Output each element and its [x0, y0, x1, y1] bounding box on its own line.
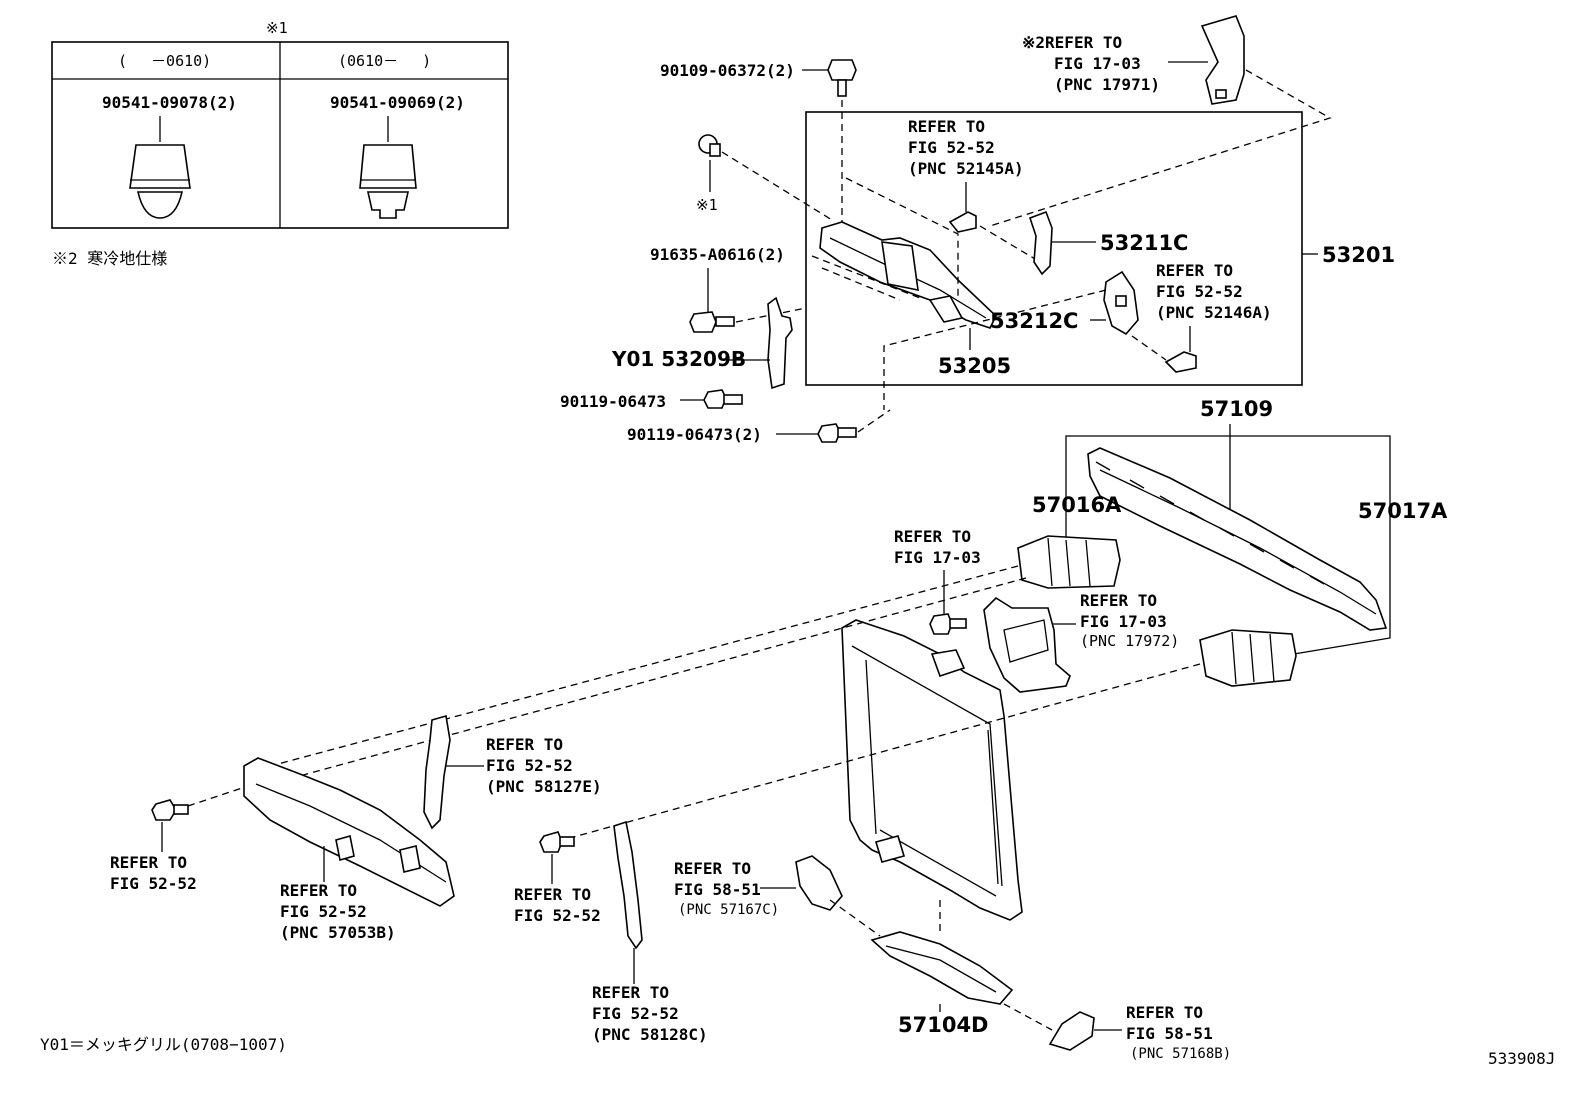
inset-table: ※1 ( －0610) (0610－ ) 90541-09078(2) 9054… [51, 19, 509, 229]
refer-17971-line3: (PNC 17971) [1054, 75, 1160, 94]
part-53209B-label: Y01 53209B [611, 347, 746, 371]
part-53211C-bracket [1028, 210, 1053, 276]
part-58128C-bracket [613, 820, 643, 950]
bolt-1703 [929, 613, 967, 635]
part-57016A-guide [1017, 535, 1121, 589]
part-90109-label: 90109-06372(2) [660, 61, 795, 80]
refer-17972-line2: FIG 17-03 [1080, 612, 1167, 631]
part-90119-2-label: 90119-06473(2) [627, 425, 762, 444]
part-53209B-bracket [767, 296, 793, 390]
refer-58127E-line3: (PNC 58127E) [486, 777, 602, 796]
part-53211C-label: 53211C [1100, 231, 1188, 255]
part-53212C-bracket [1103, 270, 1139, 336]
refer-17972-line1: REFER TO [1080, 591, 1157, 610]
inset-marker: ※1 [266, 19, 288, 37]
refer-57167C-line3: (PNC 57167C) [678, 902, 779, 918]
refer-52146A-line1: REFER TO [1156, 261, 1233, 280]
part-91635-label: 91635-A0616(2) [650, 245, 785, 264]
refer-5252-mid-line2: FIG 52-52 [514, 906, 601, 925]
clip-grommet-a [129, 144, 191, 219]
part-57104D-label: 57104D [898, 1013, 989, 1037]
inset-col2-part: 90541-09069(2) [330, 93, 465, 112]
part-53205-label: 53205 [938, 354, 1011, 378]
refer-57167C-line2: FIG 58-51 [674, 880, 761, 899]
part-53201-label: 53201 [1322, 243, 1395, 267]
refer-57168B-line1: REFER TO [1126, 1003, 1203, 1022]
mark-1-label: ※1 [696, 196, 718, 214]
part-53212C-label: 53212C [990, 309, 1078, 333]
bolt-91635 [689, 311, 735, 333]
part-90119-label: 90119-06473 [560, 392, 666, 411]
clip-grommet-b [359, 144, 417, 219]
refer-52145A-line1: REFER TO [908, 117, 985, 136]
part-53205-lock-support [819, 221, 997, 329]
refer-52146A-line2: FIG 52-52 [1156, 282, 1243, 301]
part-57016A-label: 57016A [1032, 493, 1122, 517]
bolt-5252-left [151, 799, 189, 821]
refer-57053B-line2: FIG 52-52 [280, 902, 367, 921]
clip-nut [698, 134, 721, 157]
bolt-90119-a [703, 389, 743, 409]
refer-1703-line2: FIG 17-03 [894, 548, 981, 567]
part-57167C-cover [795, 855, 843, 911]
refer-52146A-line3: (PNC 52146A) [1156, 303, 1272, 322]
part-57053B-support [243, 757, 455, 907]
inset-col1-part: 90541-09078(2) [102, 93, 237, 112]
bolt-90119-b [817, 423, 857, 443]
refer-5252-left-line1: REFER TO [110, 853, 187, 872]
bolt-5252-mid [539, 831, 575, 853]
refer-58128C-line2: FIG 52-52 [592, 1004, 679, 1023]
refer-52145A-line2: FIG 52-52 [908, 138, 995, 157]
refer-5252-left-line2: FIG 52-52 [110, 874, 197, 893]
refer-57168B-line3: (PNC 57168B) [1130, 1046, 1231, 1062]
refer-58127E-line2: FIG 52-52 [486, 756, 573, 775]
inset-col1-header: ( －0610) [118, 52, 211, 70]
part-57109-label: 57109 [1200, 397, 1273, 421]
refer-58127E-line1: REFER TO [486, 735, 563, 754]
refer-17972-line3: (PNC 17972) [1080, 632, 1179, 650]
bracket-52146A [1164, 351, 1197, 373]
part-58127E-bracket [423, 714, 451, 830]
part-57168B-cover [1048, 1011, 1095, 1051]
refer-57168B-line2: FIG 58-51 [1126, 1024, 1213, 1043]
refer-17971-line2: FIG 17-03 [1054, 54, 1141, 73]
bracket-52145A [948, 211, 977, 233]
assembly-53201-box [805, 111, 1303, 386]
bracket-17971 [1200, 15, 1245, 105]
note-cold-region: ※2 寒冷地仕様 [52, 249, 167, 268]
part-17972-duct [983, 596, 1071, 693]
refer-57053B-line3: (PNC 57053B) [280, 923, 396, 942]
part-radiator [841, 619, 1023, 921]
part-57104D-undercover [870, 931, 1014, 1005]
bolt-90109 [827, 59, 857, 97]
part-57017A-guide [1199, 629, 1297, 687]
inset-col2-header: (0610－ ) [338, 52, 431, 70]
refer-52145A-line3: (PNC 52145A) [908, 159, 1024, 178]
part-57109-seal [1087, 447, 1388, 631]
footer-note: Y01＝メッキグリル(0708−1007) [40, 1035, 287, 1054]
refer-57053B-line1: REFER TO [280, 881, 357, 900]
diagram-id: 533908J [1488, 1049, 1555, 1068]
refer-1703-line1: REFER TO [894, 527, 971, 546]
refer-17971-line1: ※2REFER TO [1022, 33, 1122, 52]
refer-58128C-line1: REFER TO [592, 983, 669, 1002]
refer-57167C-line1: REFER TO [674, 859, 751, 878]
part-57017A-label: 57017A [1358, 499, 1448, 523]
refer-58128C-line3: (PNC 58128C) [592, 1025, 708, 1044]
refer-5252-mid-line1: REFER TO [514, 885, 591, 904]
